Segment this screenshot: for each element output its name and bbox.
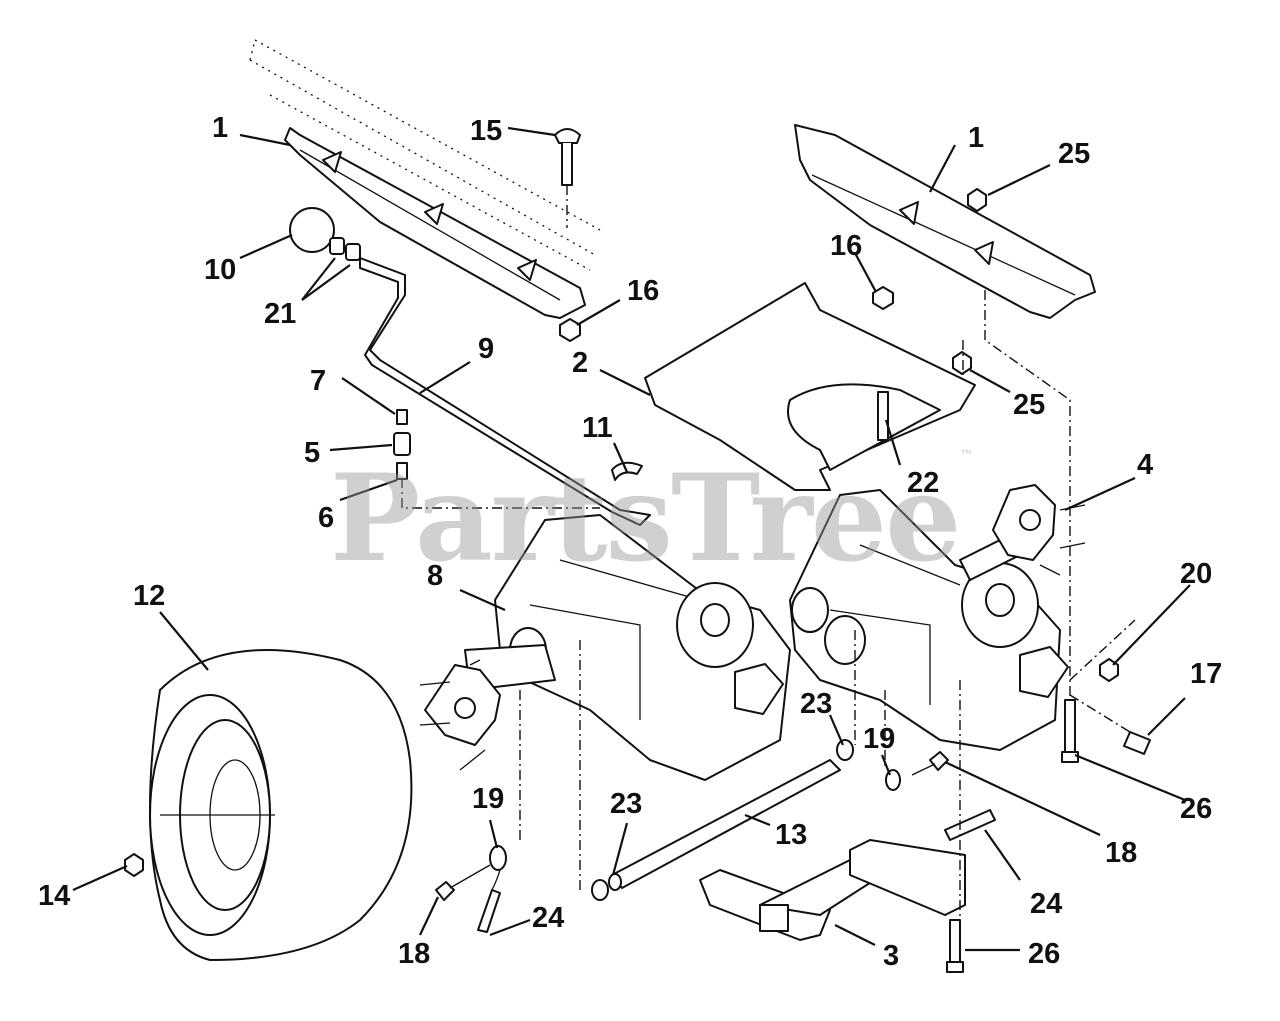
mounting-plate-2 [644,282,976,491]
callout-2: 2 [572,347,588,379]
axle-rod-13 [608,759,841,891]
left-transaxle-8 [464,514,791,781]
callout-18-left: 18 [398,938,430,970]
nut-25-top [967,188,987,212]
callout-10: 10 [204,254,236,286]
callout-26-bottom: 26 [1028,938,1060,970]
callout-20: 20 [1180,558,1212,590]
callout-25-mid: 25 [1013,389,1045,421]
tire-12 [149,649,413,961]
bolt-18-right [911,751,949,776]
callout-19-left: 19 [472,783,504,815]
spring-24-left [477,869,501,933]
callout-25-top: 25 [1058,138,1090,170]
callout-6: 6 [318,502,334,534]
sleeve-5 [393,432,411,456]
callout-1-right: 1 [968,122,984,154]
hitch-bracket-3 [699,839,966,941]
callout-22: 22 [907,467,939,499]
callout-24-left: 24 [532,902,564,934]
callout-15: 15 [470,115,502,147]
callout-13: 13 [775,819,807,851]
centerline-right-bracket [984,290,1071,700]
callout-5: 5 [304,437,320,469]
callout-11: 11 [582,412,613,444]
callout-23-top: 23 [800,688,832,720]
linkage-centerline [401,478,600,509]
callout-12: 12 [133,580,165,612]
washer-23-top [836,739,854,761]
lug-nut-14 [124,853,144,877]
callout-7: 7 [310,365,326,397]
right-linkage-centerline [1069,619,1136,733]
control-rod-9 [359,257,651,526]
callout-24-right: 24 [1030,888,1062,920]
callout-23-bottom: 23 [610,788,642,820]
washer-23-bottom [591,879,609,901]
spring-24-right [944,809,996,841]
nut-16-right [872,286,894,310]
nut-25-mid [952,351,972,375]
leader-lines [72,126,1191,952]
right-wheel-hub-4 [992,484,1086,576]
callout-18-right: 18 [1105,837,1137,869]
bolt-15 [554,128,581,228]
callout-1-left: 1 [212,112,228,144]
right-seat-bracket [794,124,1096,319]
washer-19-left [489,845,507,871]
callout-17: 17 [1190,658,1222,690]
bolt-26-right [1061,699,1079,763]
knob-10 [289,207,335,253]
right-transaxle [789,489,1069,751]
callout-9: 9 [478,333,494,365]
left-seat-bracket [284,127,586,319]
bolt-26-bottom [946,919,964,973]
callout-4: 4 [1137,449,1153,481]
callout-14: 14 [38,880,70,912]
spring-7 [396,409,408,425]
bolt-18-left [435,864,491,901]
nut-16-left [559,318,581,342]
callout-26-right: 26 [1180,793,1212,825]
callout-3: 3 [883,940,899,972]
callout-8: 8 [427,560,443,592]
nuts-21 [329,237,361,261]
spring-6 [396,462,408,480]
frame-rail-outline [249,39,601,271]
callout-16-right: 16 [830,230,862,262]
callout-19-right: 19 [863,723,895,755]
left-wheel-hub [419,659,501,771]
stud-22 [877,391,889,441]
callout-21: 21 [264,298,296,330]
fitting-17 [1123,731,1151,755]
callout-16-left: 16 [627,275,659,307]
